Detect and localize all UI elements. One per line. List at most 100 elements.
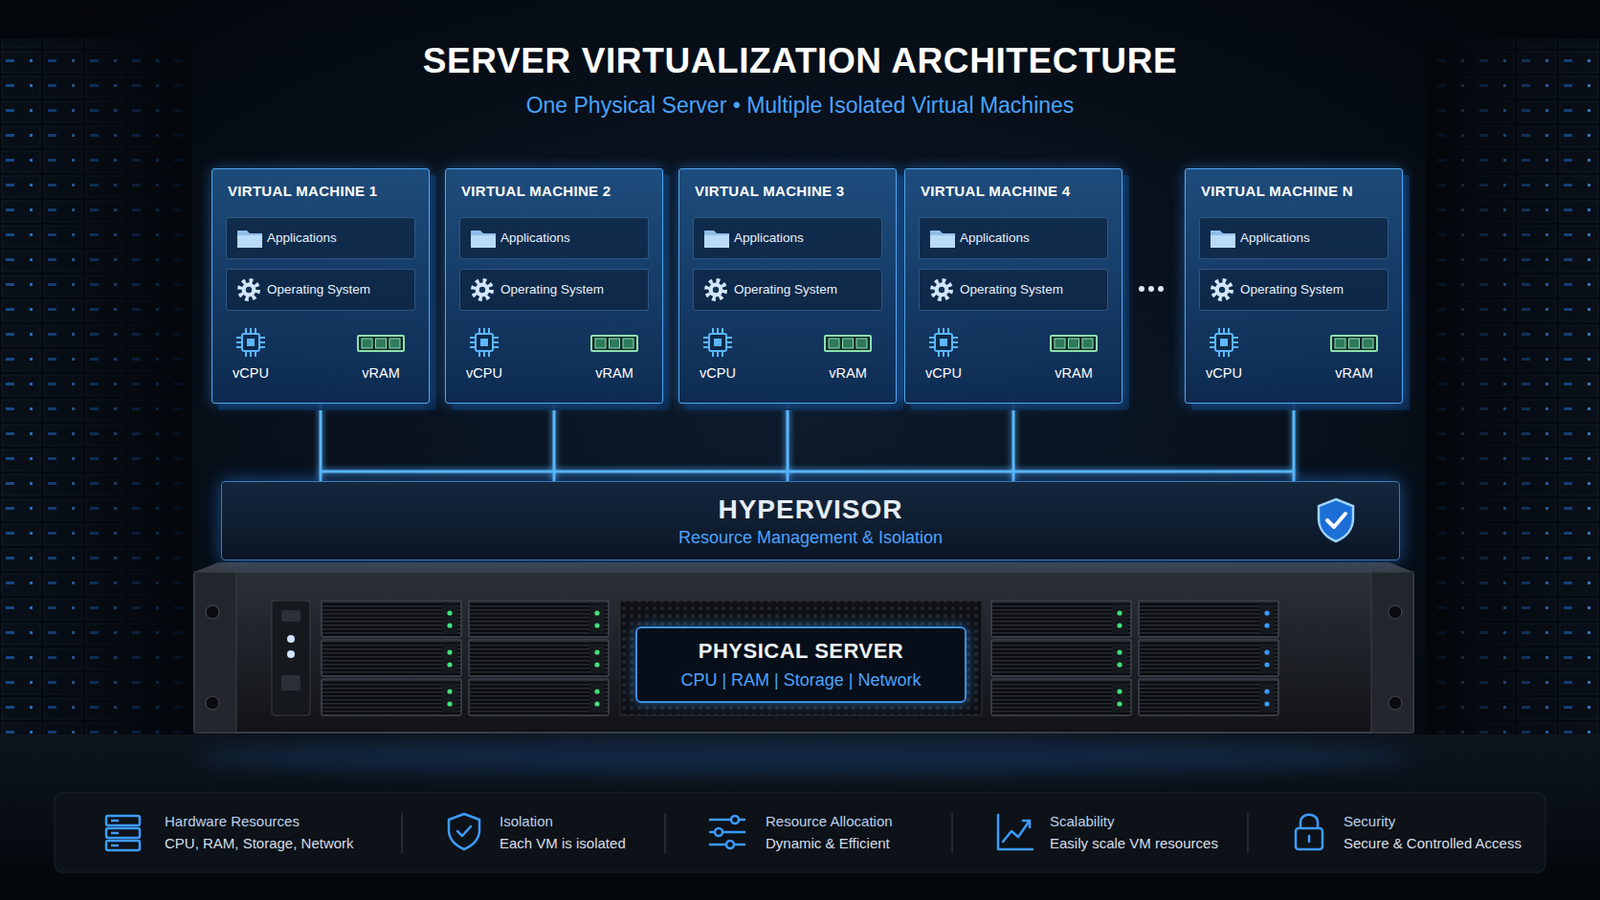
server-racks [0,38,1600,747]
vram-icon-part [1050,335,1097,352]
vcpu-icon [927,326,960,359]
vm-heading: VIRTUAL MACHINE N [1200,182,1387,200]
vram-icon-part [357,335,404,352]
folder-icon-part [237,230,263,248]
title-holder: SERVER VIRTUALIZATION ARCHITECTURE [0,40,1600,82]
folder-icon-part [929,227,956,249]
shield-icon-part [1327,513,1346,528]
gear-icon-part [479,287,486,293]
feature-holder: Dynamic & Efficient [765,835,890,853]
isolation-icon [448,814,480,850]
feature-holder: Isolation [499,813,554,831]
rect-part [194,572,1414,734]
circle-part [205,696,220,711]
vcpu-label: vCPU [699,364,736,382]
vcpu-icon [234,326,267,359]
layer-text: Operating System [500,282,604,298]
path-part [448,814,480,850]
vm-resource-holder: vRAM [1311,364,1398,382]
vcpu-icon-part [709,333,727,352]
vram-icon-part [1349,338,1360,349]
gear-icon-part [475,283,490,298]
vram-icon-part [1330,333,1378,355]
vm-heading: VIRTUAL MACHINE 2 [461,182,647,200]
vram-icon-part [609,338,621,349]
gear-icon-part [1209,277,1235,303]
vcpu-icon-part [475,333,493,352]
vram-icon-part [1362,338,1374,349]
feature-holder: Hardware Resources [164,813,300,831]
vcpu-icon-part [234,326,267,359]
feature-holder: Security [1343,813,1396,831]
feature-description: Each VM is isolated [499,835,626,853]
use-part [468,640,609,677]
vcpu-icon-part [927,326,960,359]
gear-icon-part [469,277,495,303]
rect-part [1371,572,1414,734]
folder-icon [1209,227,1237,249]
vram-icon-part [361,338,373,349]
vcpu-icon-part [939,338,948,347]
vcpu-icon-part [480,338,489,347]
folder-icon [703,227,731,249]
folder-icon-part [1210,230,1236,248]
circle-part [1148,286,1155,292]
connector-line [553,403,556,482]
vm-resource-holder: vRAM [1030,364,1117,382]
subtitle-holder: One Physical Server • Multiple Isolated … [0,91,1600,119]
folder-icon-part [704,235,730,248]
rect-part [194,572,237,734]
gear-icon-part [933,281,952,300]
vcpu-icon-part [1220,338,1228,347]
use-part [468,600,609,638]
rect-part [54,793,1546,873]
virtual-machine-box: VIRTUAL MACHINE 2 ApplicationsOperating S… [444,168,664,404]
layer-row: Applications [459,217,649,260]
shield-icon-part [1314,497,1357,544]
gear-icon-part [240,281,259,300]
polygon-part [194,562,1414,573]
gear-icon-part [1213,281,1232,300]
connector-line [1292,403,1296,482]
feature-bar [54,793,1546,873]
use-part [321,600,462,638]
feature-holder: Easily scale VM resources [1049,835,1219,853]
vcpu-label: vCPU [466,364,503,382]
folder-icon [929,227,956,249]
physical-server-label: PHYSICAL SERVERCPU | RAM | Storage | Net… [635,626,967,704]
gear-icon-part [242,283,257,298]
vm-heading: VIRTUAL MACHINE 3 [694,182,881,200]
gear-icon-part [934,283,950,298]
vcpu-icon-part [246,338,255,347]
hypervisor-band: HYPERVISORResource Management & Isolatio… [221,481,1400,561]
vram-icon [590,333,639,355]
feature-description: Easily scale VM resources [1049,835,1219,853]
rect-part [620,600,982,716]
vm-resource-holder: vRAM [804,364,891,382]
gear-icon-part [1219,287,1225,293]
vram-icon [1049,333,1098,355]
path-part [111,821,119,846]
virtual-machine-box: VIRTUAL MACHINE 4ApplicationsOperating S… [904,168,1123,404]
folder-icon-part [930,230,956,248]
layer-row: Operating System [918,268,1109,312]
vm-heading: VIRTUAL MACHINE 1 [227,182,414,200]
floor [0,734,1600,900]
layer-row: Applications [1199,217,1389,260]
circle-part [205,605,220,620]
vm-resource-holder: vCPU [207,364,294,382]
vm-resource-holder: vCPU [1180,364,1267,382]
path-part [401,813,1248,854]
vcpu-label: vCPU [925,364,962,382]
rect-part [271,600,311,716]
virtual-machine-box: VIRTUAL MACHINE 1ApplicationsOperating S… [211,168,430,404]
vram-icon [356,333,405,355]
vram-icon-part [1068,338,1080,349]
feature-holder: Each VM is isolated [499,835,626,853]
connector-line [319,403,323,482]
feature-description: Secure & Controlled Access [1343,835,1522,853]
vm-resource-holder: vRAM [337,364,424,382]
layer-text: Operating System [266,282,371,298]
vram-icon-part [856,338,867,349]
